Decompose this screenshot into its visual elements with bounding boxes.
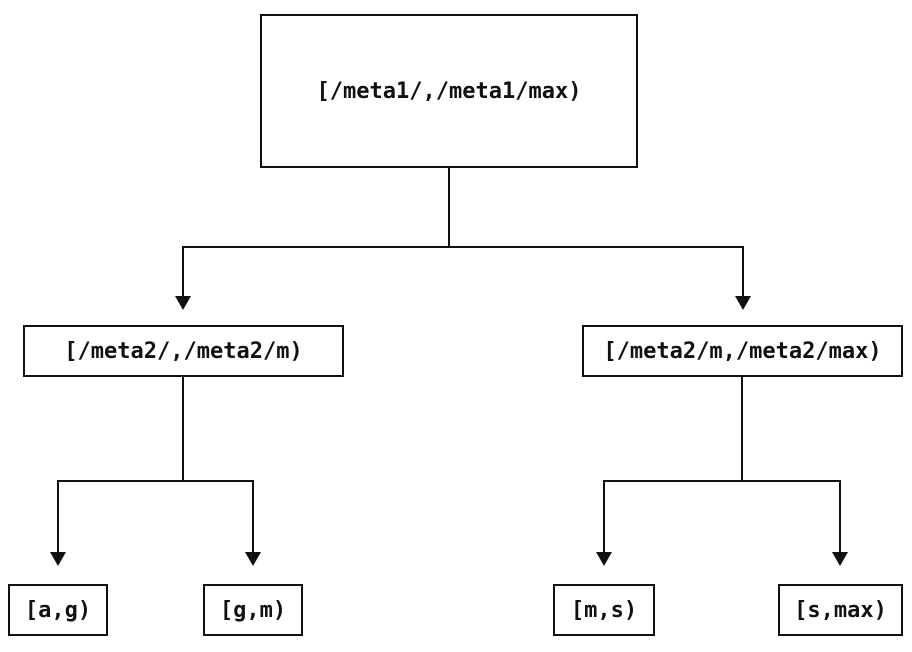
- connector-right-stub-smax: [839, 480, 841, 552]
- connector-root-trunk: [448, 168, 450, 248]
- node-leaf-ms-label: [m,s): [570, 597, 638, 623]
- connector-root-right-stub: [742, 246, 744, 296]
- node-leaf-smax: [s,max): [778, 584, 903, 636]
- arrow-down-icon-leaf-smax: [832, 552, 848, 566]
- arrow-down-icon-left-child: [175, 296, 191, 310]
- node-leaf-gm-label: [g,m): [219, 597, 287, 623]
- connector-root-crossbar: [182, 246, 744, 248]
- node-leaf-ag-label: [a,g): [24, 597, 92, 623]
- connector-right-crossbar: [603, 480, 841, 482]
- node-leaf-ms: [m,s): [553, 584, 655, 636]
- node-meta2-low: [/meta2/,/meta2/m): [23, 325, 344, 377]
- node-meta2-high-label: [/meta2/m,/meta2/max): [603, 338, 882, 364]
- node-leaf-ag: [a,g): [8, 584, 108, 636]
- arrow-down-icon-right-child: [735, 296, 751, 310]
- connector-left-trunk: [182, 377, 184, 481]
- connector-right-trunk: [741, 377, 743, 481]
- connector-right-stub-ms: [603, 480, 605, 552]
- node-meta2-low-label: [/meta2/,/meta2/m): [64, 338, 303, 364]
- arrow-down-icon-leaf-gm: [245, 552, 261, 566]
- connector-left-stub-gm: [252, 480, 254, 552]
- node-root-label: [/meta1/,/meta1/max): [316, 78, 582, 104]
- node-leaf-gm: [g,m): [203, 584, 303, 636]
- connector-left-stub-ag: [57, 480, 59, 552]
- arrow-down-icon-leaf-ag: [50, 552, 66, 566]
- arrow-down-icon-leaf-ms: [596, 552, 612, 566]
- node-root: [/meta1/,/meta1/max): [260, 14, 638, 168]
- node-leaf-smax-label: [s,max): [794, 597, 887, 623]
- connector-root-left-stub: [182, 246, 184, 296]
- connector-left-crossbar: [57, 480, 254, 482]
- node-meta2-high: [/meta2/m,/meta2/max): [582, 325, 903, 377]
